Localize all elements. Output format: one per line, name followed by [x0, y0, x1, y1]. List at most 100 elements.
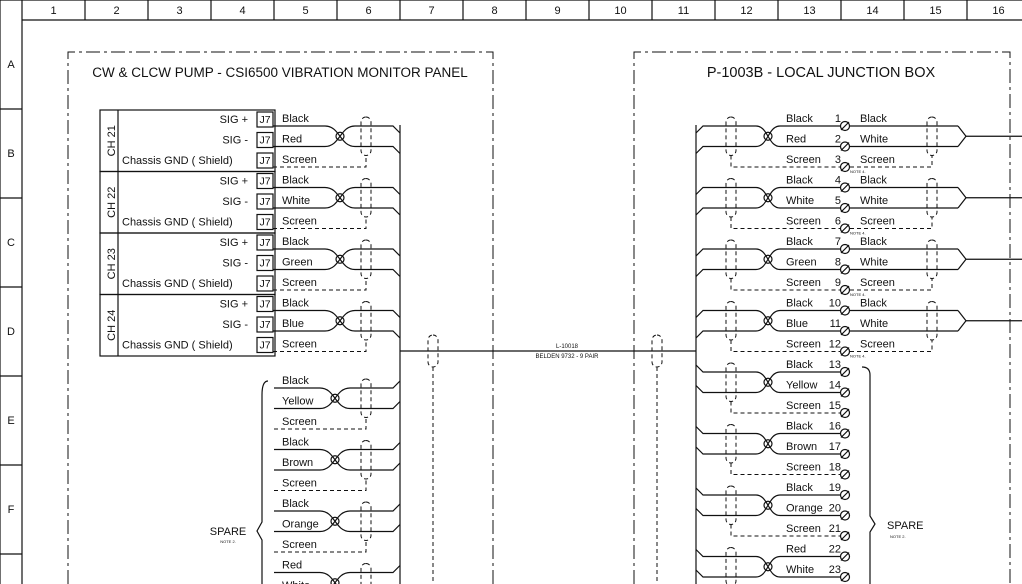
signal-label: SIG -: [222, 258, 248, 270]
cable-shield: [725, 485, 737, 525]
wire-color-label: Green: [282, 257, 313, 269]
spare-wire-label: Red: [282, 560, 302, 572]
terminal-wire-in-label: Brown: [786, 441, 817, 453]
terminal-screw-slash: [840, 244, 850, 254]
ruler-column-label: 12: [740, 5, 752, 17]
spare-label: SPARE: [887, 520, 923, 532]
terminal-screw-icon: [839, 407, 851, 419]
terminal-number: 6: [835, 216, 841, 228]
spare-wire-label: Black: [282, 375, 309, 387]
terminal-screw-slash: [840, 265, 850, 274]
terminal-wire-out-label: Screen: [860, 339, 895, 351]
terminal-screw-icon: [839, 325, 851, 337]
terminal-wire-in-label: Yellow: [786, 380, 817, 392]
terminal-screw-icon: [839, 530, 851, 542]
connector-terminal: [256, 316, 274, 333]
connector-terminal: [256, 152, 274, 169]
connector-label: J7: [259, 299, 270, 311]
signal-label: SIG -: [222, 196, 248, 208]
terminal-screw-circle: [839, 264, 851, 275]
spare-wire-label: Screen: [282, 478, 317, 490]
channel-label: CH 24: [106, 310, 118, 341]
pair-twist-b: [755, 432, 781, 455]
screen-drain-wire: [273, 217, 367, 229]
signal-wire: [355, 248, 401, 257]
terminal-screw-icon: [839, 469, 851, 480]
ruler-column-label: 6: [365, 5, 371, 17]
connector-label: J7: [259, 237, 270, 249]
terminal-screw-slash: [840, 408, 850, 418]
twist-symbol: [330, 393, 340, 403]
ruler-column-label: 9: [554, 5, 560, 17]
terminal-screw-circle: [839, 428, 851, 439]
cable-shield: [360, 440, 372, 480]
channel-label: CH 23: [106, 248, 118, 279]
wire-color-label: Screen: [282, 154, 317, 166]
spare-wire-label: Black: [282, 498, 309, 510]
spare-note: NOTE 2.: [890, 534, 906, 539]
terminal-screw-slash: [840, 224, 850, 233]
terminal-screw-circle: [839, 161, 851, 173]
ruler-column-label: 1: [50, 5, 56, 17]
terminal-screw-circle: [839, 489, 851, 501]
ruler-column-label: 14: [866, 5, 878, 17]
terminal-number: 2: [835, 134, 841, 146]
screen-drain-wire: [730, 278, 840, 291]
screen-drain-wire: [730, 463, 840, 475]
twist-symbol: [763, 562, 773, 572]
terminal-screw-icon: [839, 448, 851, 460]
terminal-screw-circle: [839, 571, 851, 583]
screen-drain-wire: [274, 479, 367, 491]
connector-label: J7: [259, 278, 270, 290]
terminal-number: 18: [829, 462, 841, 474]
connector-label: J7: [259, 155, 270, 167]
screen-drain-wire: [730, 340, 840, 352]
terminal-number: 14: [829, 380, 841, 392]
terminal-wire-in-label: Screen: [786, 523, 821, 535]
connector-terminal: [256, 172, 274, 190]
signal-wire: [355, 207, 401, 216]
field-cable-junction: [957, 310, 967, 332]
terminal-wire-in-label: Black: [786, 113, 813, 125]
terminal-wire-out-label: Screen: [860, 154, 895, 166]
connector-label: J7: [259, 319, 270, 331]
terminal-number: 22: [829, 544, 841, 556]
signal-label: SIG +: [220, 299, 248, 311]
screen-drain-wire: [274, 417, 367, 430]
signal-label: SIG -: [222, 135, 248, 147]
twist-symbol: [335, 131, 345, 141]
terminal-wire-in-label: Screen: [786, 277, 821, 289]
spare-pair-twist-b: [319, 387, 351, 410]
signal-wire: [695, 487, 725, 496]
terminal-screw-slash: [840, 367, 850, 377]
terminal-wire-out-label: Black: [860, 175, 887, 187]
terminal-wire-out-label: White: [860, 257, 888, 269]
terminal-wire-in-label: Black: [786, 236, 813, 248]
screen-drain-wire: [273, 155, 367, 168]
signal-wire: [355, 268, 401, 277]
terminal-number: 11: [830, 318, 841, 330]
ruler-column-label: 3: [176, 5, 182, 17]
connector-label: J7: [259, 340, 270, 352]
terminal-note: NOTE 4.: [850, 354, 866, 359]
terminal-screw-circle: [839, 284, 851, 296]
wire-color-label: Blue: [282, 318, 304, 330]
terminal-number: 19: [829, 482, 841, 494]
twist-symbol: [335, 316, 345, 326]
signal-wire: [695, 364, 725, 373]
spare-brace-left: [256, 380, 269, 584]
cable-shield: [725, 424, 737, 464]
connector-terminal: [256, 193, 274, 210]
terminal-screw-circle: [839, 551, 851, 562]
cable-shield: [360, 501, 372, 541]
terminal-note: NOTE 4.: [850, 292, 866, 297]
terminal-screw-icon: [839, 284, 851, 296]
signal-label: SIG +: [220, 176, 248, 188]
signal-label: SIG +: [220, 114, 248, 126]
twist-symbol: [763, 316, 773, 326]
terminal-number: 1: [835, 113, 841, 125]
connector-label: J7: [259, 217, 270, 229]
field-cable-junction: [957, 187, 967, 209]
signal-label: Chassis GND ( Shield): [122, 340, 233, 352]
terminal-screw-circle: [839, 182, 851, 193]
